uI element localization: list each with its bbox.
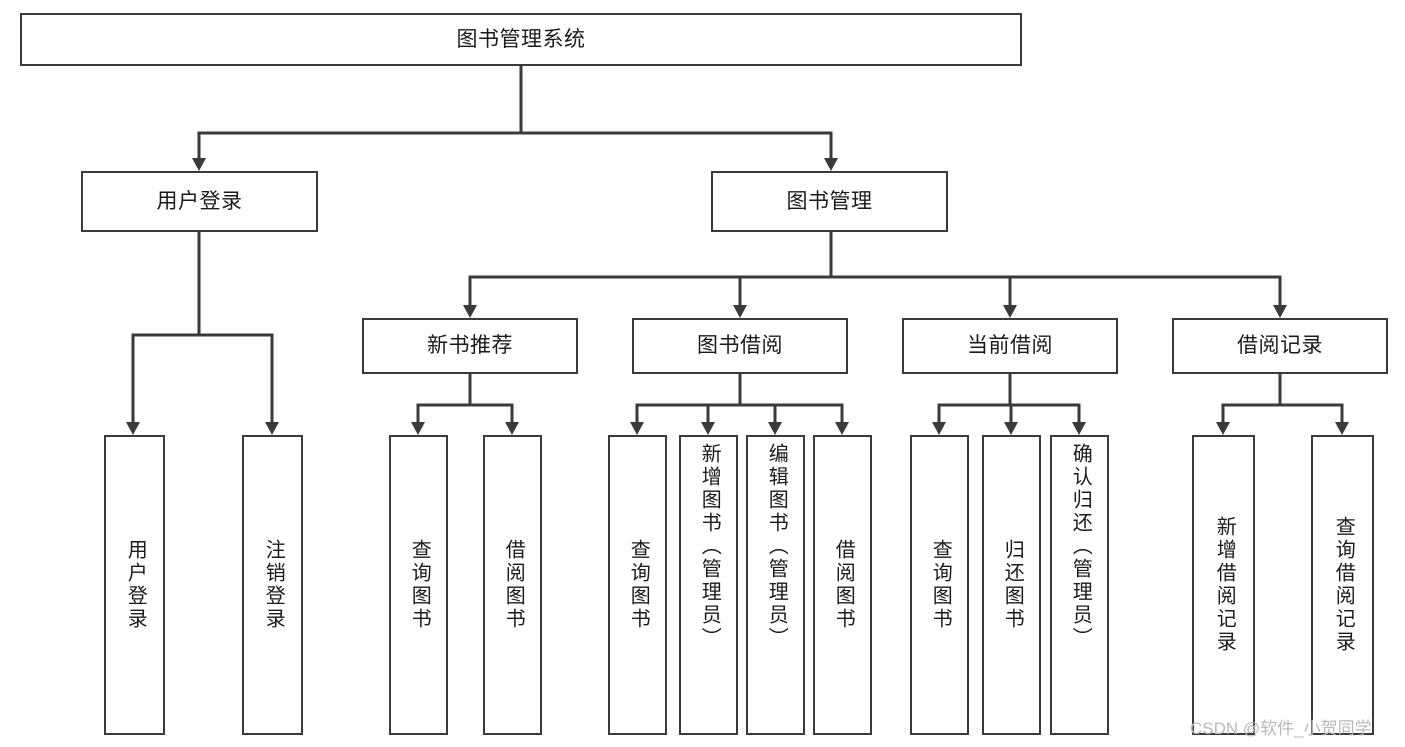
node-current-borrow-label: 当前借阅 [967, 334, 1053, 358]
node-leaf-logout-login[interactable]: 注销登录 [242, 435, 303, 735]
node-leaf-confirm-return-admin[interactable]: 确认归还（管理员） [1050, 435, 1109, 735]
connector-arrowheads [126, 158, 1349, 435]
node-leaf-query-book-1-label: 查询图书 [408, 539, 431, 631]
node-leaf-user-login[interactable]: 用户登录 [104, 435, 165, 735]
node-leaf-query-borrow-record[interactable]: 查询借阅记录 [1311, 435, 1374, 735]
node-current-borrow[interactable]: 当前借阅 [902, 318, 1118, 374]
node-user-login[interactable]: 用户登录 [81, 171, 318, 232]
node-root[interactable]: 图书管理系统 [20, 13, 1022, 66]
node-leaf-query-book-2[interactable]: 查询图书 [608, 435, 667, 735]
node-leaf-user-login-label: 用户登录 [124, 539, 147, 631]
node-book-borrow-label: 图书借阅 [697, 334, 783, 358]
node-leaf-confirm-return-admin-label: 确认归还（管理员） [1069, 443, 1092, 650]
node-leaf-query-book-2-label: 查询图书 [627, 539, 650, 631]
csdn-watermark: CSDN @软件_小贺同学 [1190, 719, 1372, 738]
node-leaf-borrow-book-2[interactable]: 借阅图书 [813, 435, 872, 735]
node-leaf-logout-login-label: 注销登录 [262, 539, 285, 631]
node-leaf-borrow-book-1-label: 借阅图书 [502, 539, 525, 631]
node-leaf-borrow-book-1[interactable]: 借阅图书 [483, 435, 542, 735]
node-new-book-recommend-label: 新书推荐 [427, 334, 513, 358]
node-leaf-return-book[interactable]: 归还图书 [982, 435, 1041, 735]
node-leaf-edit-book-admin[interactable]: 编辑图书（管理员） [746, 435, 805, 735]
node-leaf-query-borrow-record-label: 查询借阅记录 [1332, 516, 1355, 654]
node-leaf-add-borrow-record[interactable]: 新增借阅记录 [1192, 435, 1255, 735]
node-leaf-edit-book-admin-label: 编辑图书（管理员） [765, 443, 788, 650]
node-borrow-record[interactable]: 借阅记录 [1172, 318, 1388, 374]
node-leaf-query-book-3-label: 查询图书 [929, 539, 952, 631]
node-leaf-return-book-label: 归还图书 [1001, 539, 1024, 631]
node-book-borrow[interactable]: 图书借阅 [632, 318, 848, 374]
node-book-management[interactable]: 图书管理 [711, 171, 948, 232]
node-user-login-label: 用户登录 [156, 189, 243, 213]
node-book-management-label: 图书管理 [786, 189, 873, 213]
node-root-label: 图书管理系统 [456, 27, 586, 51]
node-borrow-record-label: 借阅记录 [1237, 334, 1323, 358]
node-leaf-borrow-book-2-label: 借阅图书 [832, 539, 855, 631]
connector-lines [131, 64, 1344, 426]
node-leaf-add-book-admin[interactable]: 新增图书（管理员） [679, 435, 738, 735]
node-leaf-query-book-1[interactable]: 查询图书 [389, 435, 448, 735]
node-leaf-add-book-admin-label: 新增图书（管理员） [698, 443, 721, 650]
node-leaf-query-book-3[interactable]: 查询图书 [910, 435, 969, 735]
node-leaf-add-borrow-record-label: 新增借阅记录 [1213, 516, 1236, 654]
node-new-book-recommend[interactable]: 新书推荐 [362, 318, 578, 374]
